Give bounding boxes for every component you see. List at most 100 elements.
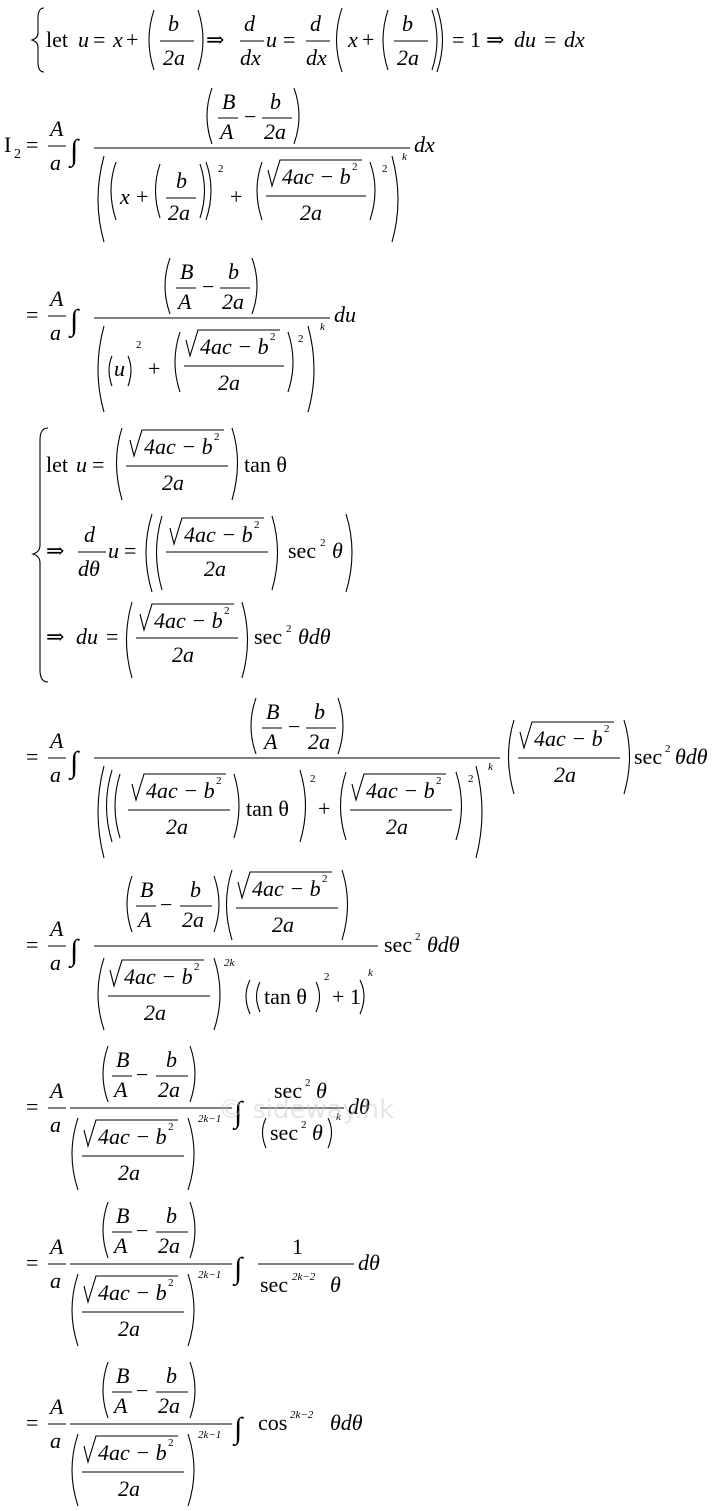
integral-reciprocal-sec: = A a B A − b 2a 4ac − b 2 2a 2k−1 ∫ 1 s…: [26, 1201, 380, 1347]
theta: θ: [330, 1272, 341, 1297]
implies-arrow: ⇒: [206, 27, 224, 52]
paren-right: [189, 1201, 196, 1259]
radicand: 4ac − b: [534, 726, 603, 751]
equals-sign: =: [26, 1410, 38, 1435]
paren-right: [127, 355, 132, 387]
substitution-line-1: let u = x + b 2a ⇒ d dx u = d dx x + b 2…: [30, 7, 585, 73]
paren-left: [261, 1117, 267, 1149]
d-numerator: d: [310, 11, 322, 36]
2a: 2a: [166, 814, 188, 839]
minus-sign: −: [160, 892, 172, 917]
exponent-k: k: [488, 761, 494, 773]
paren-right: [213, 957, 221, 1031]
exponent-2: 2: [216, 775, 222, 787]
sqrt-sign: [351, 773, 446, 803]
integral-sign: ∫: [232, 1252, 244, 1287]
2a: 2a: [300, 200, 322, 225]
var-u: u: [108, 538, 119, 563]
a-denominator: a: [50, 950, 61, 975]
plus-sign: +: [230, 184, 242, 209]
2a: 2a: [264, 119, 286, 144]
paren-left: [102, 1361, 109, 1419]
radicand: 4ac − b: [124, 964, 193, 989]
tan-theta: tan θ: [264, 984, 307, 1009]
equals-sign: =: [26, 744, 38, 769]
2a: 2a: [118, 1476, 140, 1501]
integral-factored: = A a ∫ B A − b 2a 4ac − b 2 2a 4ac − b …: [26, 869, 460, 1031]
d-theta: dθ: [358, 1250, 380, 1275]
exponent-2: 2: [382, 163, 388, 175]
theta-d-theta: θdθ: [675, 744, 708, 769]
minus-sign: −: [136, 1062, 148, 1087]
paren-right: [475, 765, 483, 859]
integral-substituted: = A a ∫ B A − b 2a 4ac − b 2 2a tan θ 2 …: [26, 697, 708, 859]
paren-right: [431, 9, 438, 71]
a-denominator: a: [50, 1428, 61, 1453]
var-u: u: [76, 452, 87, 477]
exponent-2: 2: [665, 743, 671, 755]
denominator-2a: 2a: [397, 45, 419, 70]
2a: 2a: [222, 289, 244, 314]
2a: 2a: [158, 1233, 180, 1258]
A-numerator: A: [48, 916, 64, 941]
exponent-2: 2: [194, 961, 200, 973]
radicand: 4ac − b: [252, 876, 321, 901]
let-keyword: let: [46, 27, 68, 52]
a-denominator: a: [50, 762, 61, 787]
sec: sec: [384, 932, 412, 957]
B: B: [116, 1047, 129, 1072]
exponent-2: 2: [270, 331, 276, 343]
paren-right: [233, 773, 240, 839]
2a: 2a: [308, 729, 330, 754]
exponent-2: 2: [214, 431, 220, 443]
du: du: [514, 27, 536, 52]
paren-right: [271, 515, 278, 591]
exponent-2: 2: [168, 1121, 174, 1133]
sec: sec: [634, 744, 662, 769]
var-u: u: [78, 27, 89, 52]
exponent-2: 2: [224, 605, 230, 617]
sqrt-sign: [83, 1119, 178, 1149]
integral-sign: ∫: [232, 1096, 244, 1131]
exponent-2: 2: [320, 537, 326, 549]
paren-right: [337, 697, 344, 755]
paren-left: [206, 87, 213, 145]
exponent-2: 2: [136, 339, 142, 351]
b: b: [190, 877, 201, 902]
paren-left: [106, 769, 113, 843]
paren-right: [341, 869, 348, 941]
sqrt-sign: [237, 871, 332, 901]
paren-right: [369, 161, 376, 221]
A: A: [112, 1077, 128, 1102]
paren-right: [391, 155, 399, 243]
B: B: [116, 1203, 129, 1228]
plus-sign: +: [136, 184, 148, 209]
sqrt-sign: [109, 959, 204, 989]
paren-right: [189, 1045, 196, 1103]
one-numerator: 1: [292, 1234, 303, 1259]
B: B: [266, 699, 279, 724]
radicand: 4ac − b: [146, 778, 215, 803]
implies-arrow: ⇒: [46, 538, 64, 563]
integral-cosine-power: = A a B A − b 2a 4ac − b 2 2a 2k−1 ∫ cos…: [26, 1361, 363, 1507]
paren-right: [251, 257, 258, 315]
paren-right: [345, 513, 353, 593]
integral-sign: ∫: [232, 1412, 244, 1447]
paren-right: [187, 1433, 195, 1507]
paren-right: [359, 979, 365, 1015]
radicand: 4ac − b: [154, 608, 223, 633]
theta: θ: [332, 538, 343, 563]
paren-left: [71, 1273, 79, 1347]
paren-left: [174, 331, 181, 393]
dx-denominator: dx: [306, 45, 327, 70]
equals-sign: =: [124, 538, 136, 563]
I-subscript: 2: [14, 147, 21, 162]
paren-left: [340, 771, 347, 841]
sqrt-sign: [83, 1275, 178, 1305]
paren-left: [110, 161, 117, 221]
paren-left: [256, 161, 263, 221]
paren-left: [148, 9, 155, 71]
exponent-2: 2: [352, 161, 358, 173]
exponent-2k-minus-1: 2k−1: [198, 1269, 221, 1281]
